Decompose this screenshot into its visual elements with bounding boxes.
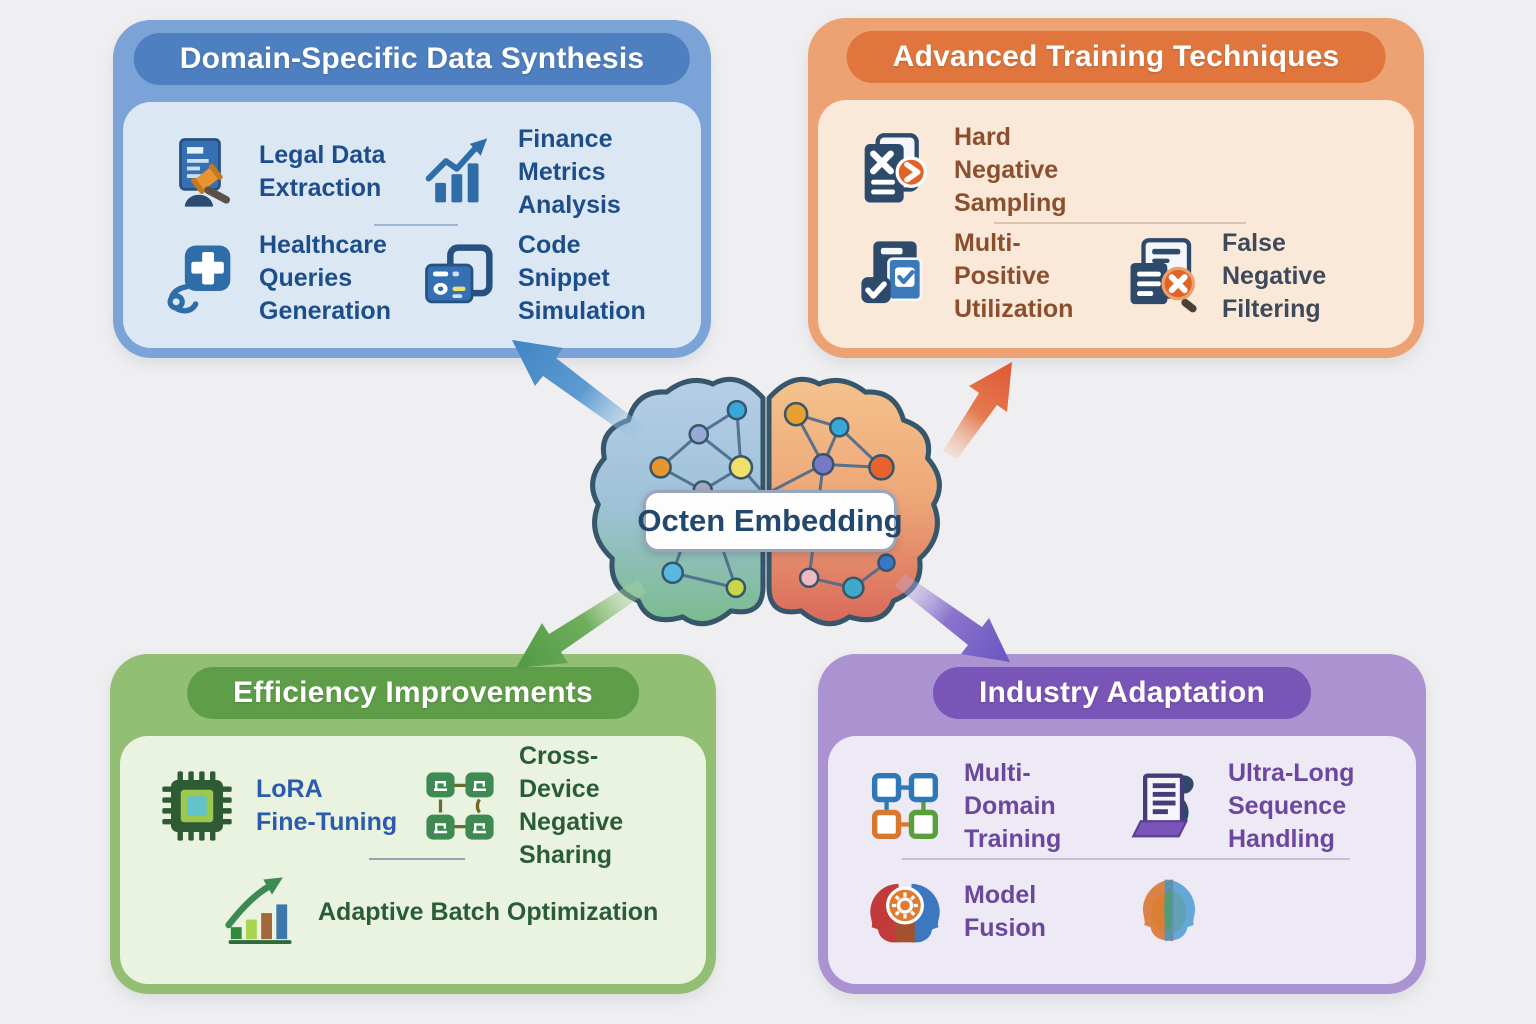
item-label-line: Fine-Tuning: [256, 808, 398, 836]
arrow-to-advanced-training: [943, 362, 1012, 459]
panel-divider: [902, 858, 1350, 860]
growth-bars-icon: [220, 873, 298, 951]
item-label-line: Code Snippet: [518, 230, 610, 292]
item-code-snippet: Code Snippet Simulation: [420, 229, 671, 328]
panel-title-industry-adaptation: Industry Adaptation: [932, 667, 1312, 719]
item-label-line: Hard Negative: [954, 122, 1059, 184]
item-label-line: False Negative: [1222, 228, 1327, 290]
panel-title-efficiency: Efficiency Improvements: [187, 667, 639, 719]
panel-title-domain-synthesis: Domain-Specific Data Synthesis: [133, 33, 691, 85]
panel-divider: [369, 858, 465, 860]
panel-domain-synthesis: Domain-Specific Data Synthesis: [113, 20, 711, 358]
legal-document-gavel-icon: [161, 133, 239, 211]
item-label-line: Finance: [518, 124, 613, 153]
multi-positive-checklist-icon: [856, 237, 934, 315]
item-label-line: Sequence Handling: [1228, 791, 1347, 853]
item-false-negative: False Negative Filtering: [1124, 227, 1384, 326]
item-merged-heads: [1130, 864, 1386, 960]
center-label: Octen Embedding: [637, 503, 903, 538]
false-negative-magnifier-icon: [1124, 237, 1202, 315]
center-label-pill: Octen Embedding: [637, 490, 903, 552]
cross-device-network-icon: [421, 767, 499, 845]
item-label-line: Cross-Device: [519, 742, 600, 803]
panel-industry-adaptation: Industry Adaptation Mu: [818, 654, 1426, 994]
hard-negative-document-icon: [856, 131, 934, 209]
item-label-line: Adaptive Batch Optimization: [318, 897, 659, 926]
item-multi-positive: Multi-Positive Utilization: [856, 227, 1116, 326]
item-label-line: LoRA: [256, 775, 323, 803]
item-healthcare-queries: Healthcare Queries Generation: [161, 229, 412, 328]
panel-advanced-training: Advanced Training Techniques Hard N: [808, 18, 1424, 358]
spacer: [1124, 122, 1384, 218]
multi-domain-nodes-icon: [866, 767, 944, 845]
item-label-line: Filtering: [1222, 294, 1321, 323]
panel-body-industry-adaptation: Multi-Domain Training: [828, 736, 1416, 984]
item-label-line: Metrics Analysis: [518, 157, 621, 219]
item-cross-device-sharing: Cross-Device Negative Sharing: [421, 740, 676, 872]
panel-divider: [374, 224, 458, 226]
item-adaptive-batch: Adaptive Batch Optimization: [220, 864, 676, 960]
chip-icon: [158, 767, 236, 845]
panel-body-advanced-training: Hard Negative Sampling: [818, 100, 1414, 348]
item-lora-fine-tuning: LoRA Fine-Tuning: [158, 758, 413, 854]
item-label-line: Healthcare: [259, 230, 387, 259]
item-label-line: Model Fusion: [964, 881, 1046, 942]
scroll-icon: [1130, 767, 1208, 845]
item-legal-data-extraction: Legal Data Extraction: [161, 124, 412, 220]
merged-heads-icon: [1130, 873, 1208, 951]
panel-body-domain-synthesis: Legal Data Extraction Finance Met: [123, 102, 701, 348]
item-label-line: Multi-Positive: [954, 228, 1050, 290]
panel-efficiency-improvements: Efficiency Improvements: [110, 654, 716, 994]
item-label-line: Extraction: [259, 174, 382, 202]
item-model-fusion: Model Fusion: [866, 864, 1122, 960]
item-label-line: Queries Generation: [259, 263, 391, 325]
healthcare-cross-stethoscope-icon: [161, 239, 239, 317]
item-multi-domain-training: Multi-Domain Training: [866, 757, 1122, 856]
item-ultra-long-sequence: Ultra-Long Sequence Handling: [1130, 757, 1386, 856]
item-label-line: Utilization: [954, 294, 1074, 323]
panel-divider: [994, 222, 1246, 224]
item-label-line: Simulation: [518, 296, 646, 325]
item-hard-negative-sampling: Hard Negative Sampling: [856, 121, 1116, 220]
item-label-line: Training: [964, 824, 1062, 853]
item-label-line: Negative Sharing: [519, 808, 624, 869]
item-label-line: Multi-Domain: [964, 758, 1056, 820]
code-window-icon: [420, 239, 498, 317]
item-finance-metrics: Finance Metrics Analysis: [420, 123, 671, 222]
item-label-line: Ultra-Long: [1228, 758, 1355, 787]
item-label-line: Legal Data: [259, 141, 386, 169]
item-label-line: Sampling: [954, 188, 1067, 217]
finance-chart-icon: [420, 133, 498, 211]
model-fusion-heads-icon: [866, 873, 944, 951]
panel-title-advanced-training: Advanced Training Techniques: [846, 31, 1386, 83]
panel-body-efficiency: LoRA Fine-Tuning: [120, 736, 706, 984]
